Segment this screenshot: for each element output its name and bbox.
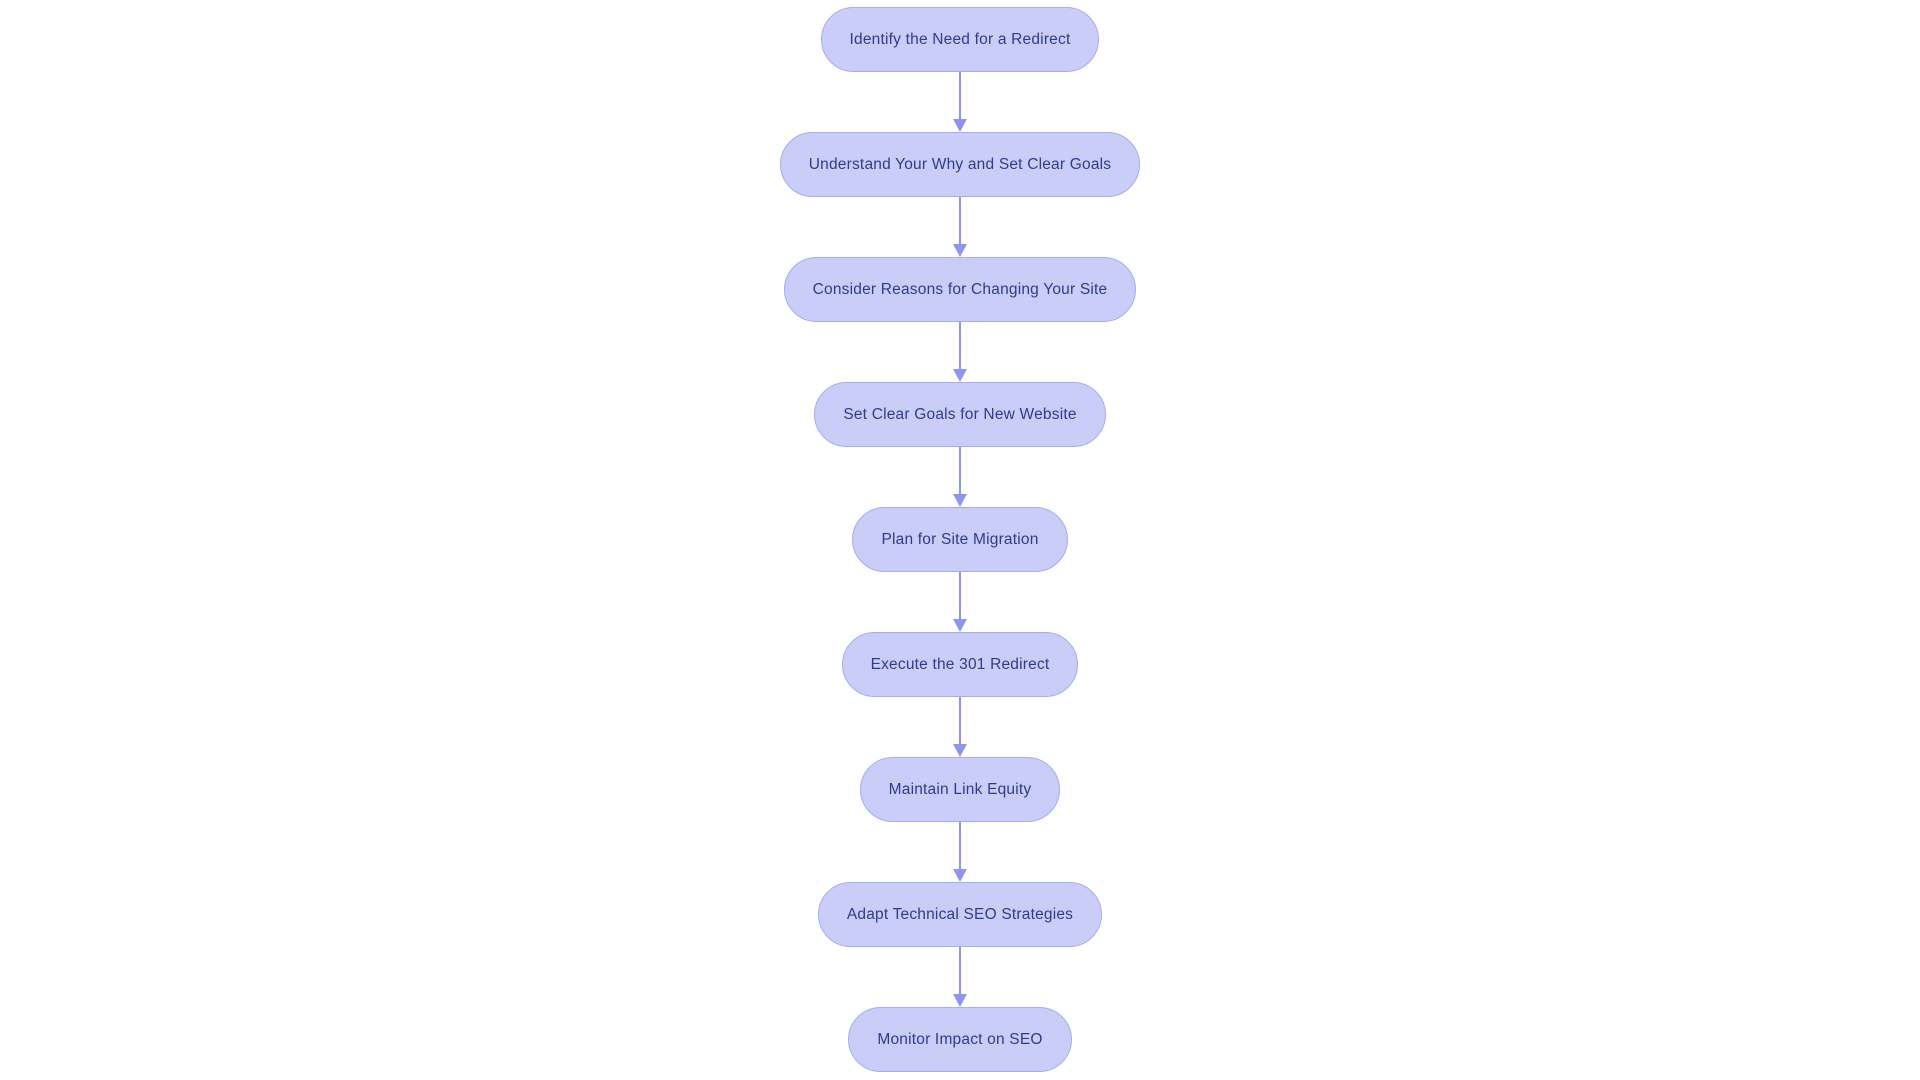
- arrow-head-icon: [953, 619, 967, 632]
- arrow-line: [959, 572, 961, 619]
- arrow-line: [959, 72, 961, 119]
- flow-node: Monitor Impact on SEO: [848, 1007, 1072, 1072]
- arrow-head-icon: [953, 244, 967, 257]
- flow-item: Maintain Link Equity: [859, 757, 1061, 882]
- flow-node-label: Execute the 301 Redirect: [870, 655, 1050, 673]
- flow-node: Execute the 301 Redirect: [841, 632, 1079, 697]
- arrow-head-icon: [953, 869, 967, 882]
- arrow-line: [959, 197, 961, 244]
- flow-node: Set Clear Goals for New Website: [814, 382, 1106, 447]
- flow-node: Plan for Site Migration: [852, 507, 1068, 572]
- flow-node-label: Maintain Link Equity: [888, 780, 1032, 798]
- flow-item: Plan for Site Migration: [852, 507, 1068, 632]
- flow-item: Execute the 301 Redirect: [841, 632, 1079, 757]
- flow-node: Identify the Need for a Redirect: [820, 7, 1100, 72]
- flow-node-label: Monitor Impact on SEO: [877, 1030, 1043, 1048]
- flow-arrow: [953, 572, 967, 632]
- flow-arrow: [953, 72, 967, 132]
- flow-item: Consider Reasons for Changing Your Site: [783, 257, 1137, 382]
- arrow-head-icon: [952, 369, 967, 382]
- arrow-line: [959, 822, 961, 869]
- flow-arrow: [953, 197, 967, 257]
- flow-arrow: [953, 822, 967, 882]
- flow-item: Understand Your Why and Set Clear Goals: [779, 132, 1141, 257]
- arrow-line: [958, 322, 961, 369]
- arrow-head-icon: [953, 119, 967, 132]
- flow-arrow: [952, 697, 967, 757]
- flow-node: Adapt Technical SEO Strategies: [817, 882, 1103, 947]
- flow-node-label: Identify the Need for a Redirect: [849, 30, 1071, 48]
- flow-item: Identify the Need for a Redirect: [820, 7, 1100, 132]
- arrow-head-icon: [952, 744, 967, 757]
- flow-arrow: [953, 447, 967, 507]
- arrow-head-icon: [953, 494, 967, 507]
- arrow-line: [959, 447, 961, 494]
- flow-node: Consider Reasons for Changing Your Site: [783, 257, 1137, 322]
- flow-node-label: Consider Reasons for Changing Your Site: [812, 280, 1108, 298]
- flow-item: Monitor Impact on SEO: [848, 1007, 1072, 1072]
- flow-item: Adapt Technical SEO Strategies: [817, 882, 1103, 1007]
- arrow-line: [958, 697, 961, 744]
- flow-arrow: [952, 322, 967, 382]
- flow-item: Set Clear Goals for New Website: [814, 382, 1106, 507]
- flow-node-label: Plan for Site Migration: [881, 530, 1039, 548]
- flow-node-label: Understand Your Why and Set Clear Goals: [808, 155, 1112, 173]
- arrow-head-icon: [952, 994, 967, 1007]
- flow-arrow: [952, 947, 967, 1007]
- flow-node: Maintain Link Equity: [859, 757, 1061, 822]
- flow-node: Understand Your Why and Set Clear Goals: [779, 132, 1141, 197]
- flow-node-label: Adapt Technical SEO Strategies: [846, 905, 1074, 923]
- flow-node-label: Set Clear Goals for New Website: [843, 405, 1077, 423]
- arrow-line: [958, 947, 961, 994]
